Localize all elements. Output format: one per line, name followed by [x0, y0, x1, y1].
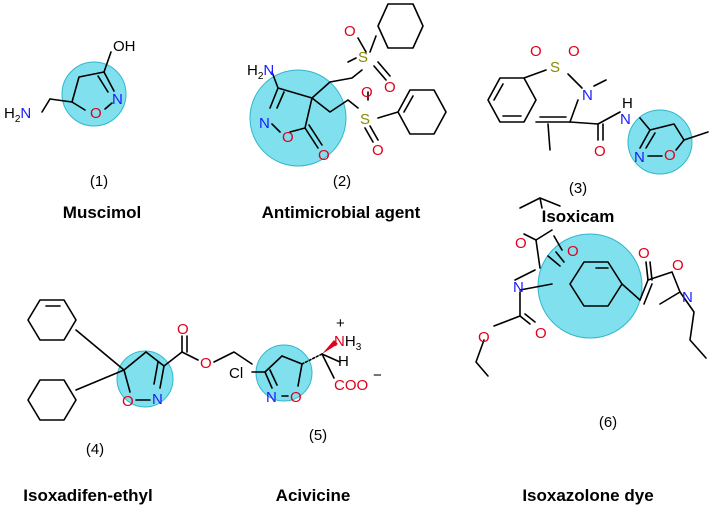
compound-3-number: (3) [569, 180, 587, 197]
amide-hydrogen: H [622, 95, 633, 112]
sulfur-upper: S [358, 49, 368, 66]
compound-1-structure: OH N O H2N [4, 38, 136, 127]
compound-1-name: Muscimol [63, 203, 141, 222]
compound-5-name: Acivicine [276, 486, 351, 505]
ring-nitrogen: N [259, 115, 270, 132]
ring-nitrogen: N [152, 391, 163, 408]
sulfonyl-oxygen: O [384, 79, 396, 96]
amide-oxygen: O [594, 143, 606, 160]
compound-6-structure: O O N O O O O N [475, 197, 707, 377]
compound-4-name: Isoxadifen-ethyl [23, 486, 152, 505]
sulfonyl-oxygen: O [568, 43, 580, 60]
alpha-hydrogen: H [338, 353, 349, 370]
sulfur-lower: S [360, 111, 370, 128]
ring-oxygen: O [664, 147, 676, 164]
isoxazolone-highlight [249, 69, 347, 167]
amine-label: H2N [4, 105, 31, 125]
compound-3-structure: S O O N O N H N O [487, 43, 709, 175]
amine-label: H2N [247, 62, 274, 82]
ammonium-label: NH3 [334, 333, 362, 353]
isoxazoline-highlight [255, 344, 313, 402]
ester-oxygen: O [515, 235, 527, 252]
compound-5-number: (5) [309, 427, 327, 444]
sulfur-atom: S [550, 59, 560, 76]
ring-oxygen: O [290, 389, 302, 406]
carbonyl-oxygen: O [567, 243, 579, 260]
compound-4-structure: O O O N [27, 299, 253, 421]
ring-nitrogen: N [682, 289, 693, 306]
amide-nitrogen: N [620, 111, 631, 128]
compound-2-structure: H2N N O O S O O S O O [247, 3, 447, 167]
ring-carbonyl-oxygen: O [638, 245, 650, 262]
compound-6-name: Isoxazolone dye [522, 486, 653, 505]
ring-oxygen: O [122, 393, 134, 410]
isoxazolone-highlight [537, 233, 643, 339]
carbonyl-oxygen: O [177, 321, 189, 338]
sulfonyl-oxygen: O [530, 43, 542, 60]
compound-3-name: Isoxicam [542, 207, 615, 226]
compound-2-number: (2) [333, 173, 351, 190]
ring-oxygen: O [90, 105, 102, 122]
carbonyl-oxygen: O [535, 325, 547, 342]
sulfonyl-oxygen: O [344, 23, 356, 40]
sulfonyl-oxygen: O [372, 142, 384, 159]
ring-oxygen: O [672, 257, 684, 274]
carbonyl-oxygen: O [318, 147, 330, 164]
ring-nitrogen: N [112, 91, 123, 108]
hydroxyl-label: OH [113, 38, 136, 55]
charge-plus: + [336, 315, 345, 332]
amine-nitrogen: N [513, 279, 524, 296]
ring-nitrogen: N [634, 149, 645, 166]
compound-2-name: Antimicrobial agent [262, 203, 421, 222]
compound-4-number: (4) [86, 441, 104, 458]
sulfonyl-oxygen: O [361, 84, 373, 101]
carboxylate-label: COO [334, 377, 368, 394]
ring-nitrogen: N [582, 87, 593, 104]
compound-1-number: (1) [90, 173, 108, 190]
compound-6-number: (6) [599, 414, 617, 431]
compound-5-structure: Cl N O NH3 + H COO − [229, 315, 382, 406]
chlorine-atom: Cl [229, 365, 243, 382]
ester-oxygen: O [478, 329, 490, 346]
ring-oxygen: O [282, 129, 294, 146]
ring-nitrogen: N [266, 389, 277, 406]
ester-oxygen: O [200, 355, 212, 372]
charge-minus: − [373, 367, 382, 384]
